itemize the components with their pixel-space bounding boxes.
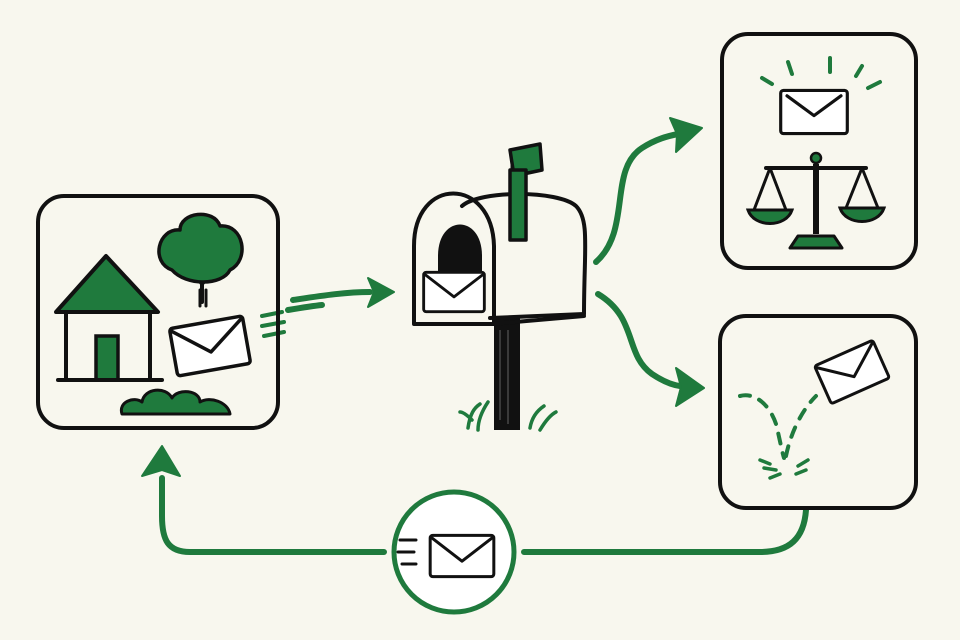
connectors bbox=[141, 117, 809, 555]
envelope-icon bbox=[813, 338, 891, 406]
home-node bbox=[36, 194, 280, 430]
envelope-icon bbox=[167, 314, 253, 378]
arrow-home-to-mailbox bbox=[260, 277, 395, 338]
delivered-node-frame bbox=[720, 32, 918, 270]
shine-icon bbox=[760, 56, 882, 90]
delivered-node bbox=[720, 32, 918, 270]
envelope-icon bbox=[428, 533, 496, 579]
arrow-mailbox-to-bounced bbox=[595, 291, 705, 407]
envelope-icon bbox=[779, 88, 849, 136]
bounce-trail-icon bbox=[738, 393, 818, 480]
bounced-node bbox=[718, 314, 918, 510]
bush-icon bbox=[119, 388, 232, 416]
door-icon bbox=[94, 334, 120, 382]
house-icon bbox=[54, 254, 164, 382]
arrow-mailbox-to-delivered bbox=[593, 117, 703, 265]
post-icon bbox=[494, 318, 520, 430]
arrow-bounced-to-home bbox=[141, 445, 809, 555]
return-node bbox=[391, 489, 517, 615]
scales-icon bbox=[745, 151, 887, 250]
grass-icon bbox=[458, 400, 558, 432]
envelope-icon bbox=[422, 270, 486, 314]
flag-icon bbox=[508, 142, 544, 242]
home-node-frame bbox=[36, 194, 280, 430]
mailbox-node bbox=[412, 142, 588, 432]
tree-icon bbox=[157, 212, 244, 308]
bounced-node-frame bbox=[718, 314, 918, 510]
